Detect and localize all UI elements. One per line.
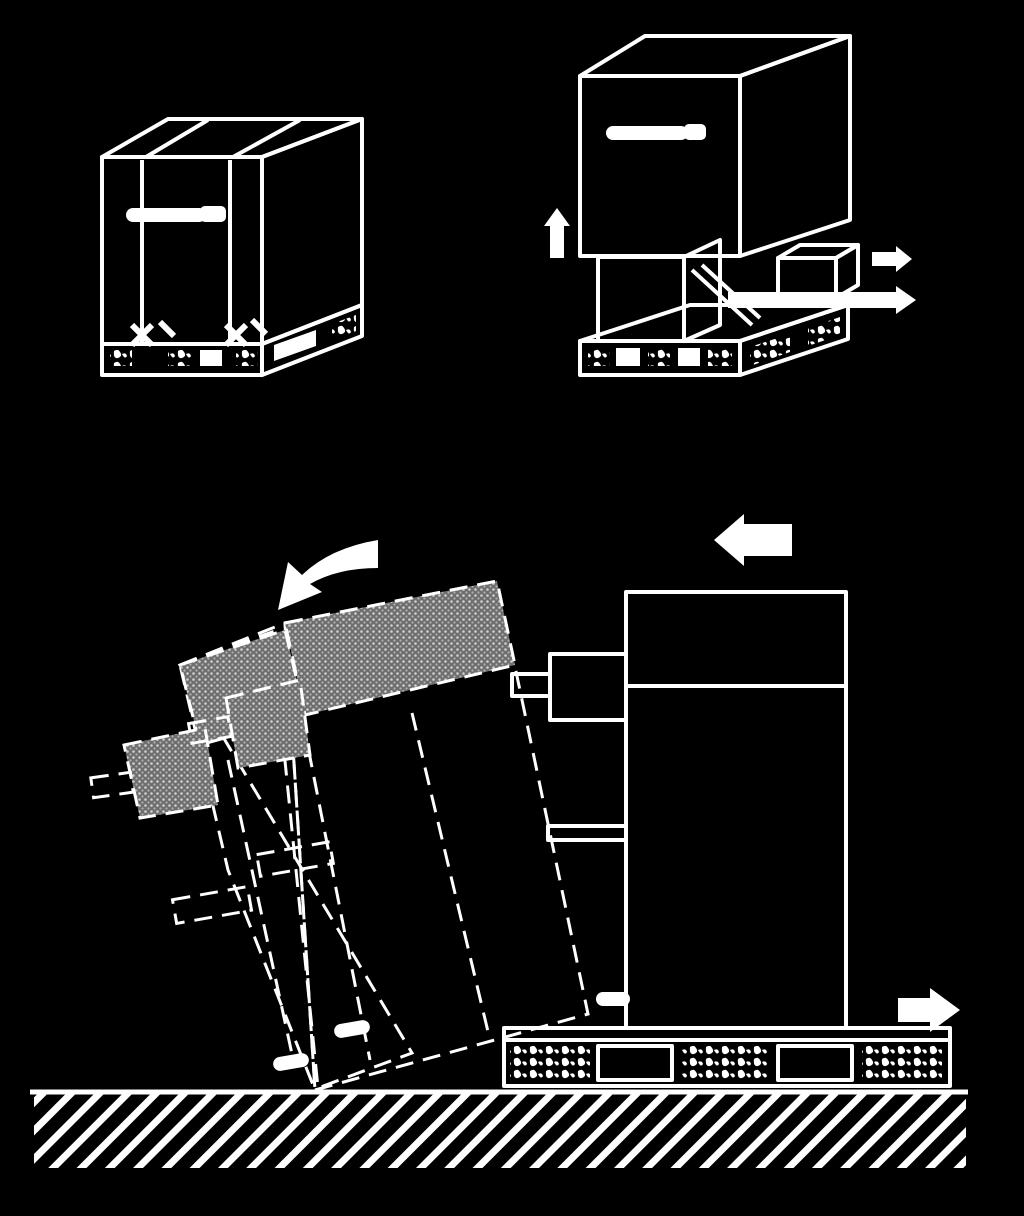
pallet [578, 303, 850, 377]
cabinet-front-face [578, 74, 742, 258]
handle-slot [126, 208, 206, 222]
cabinet-side-face [738, 34, 852, 258]
curved-arrow-icon [278, 540, 378, 610]
right-arrow-icon [872, 246, 912, 272]
left-arrow-icon [714, 514, 792, 566]
handle-slot [606, 126, 688, 140]
panel-tip-off-pallet [30, 514, 968, 1168]
box-top-face [100, 117, 364, 159]
pallet [502, 1026, 952, 1088]
cabinet-side-block [548, 652, 628, 722]
pallet [100, 303, 364, 377]
right-arrow-icon [898, 988, 960, 1032]
support-block [682, 238, 722, 343]
cabinet-body [624, 684, 848, 1030]
cabinet-top-face [578, 34, 852, 78]
panel-packaged-cabinet [100, 117, 364, 377]
packing-straps [140, 118, 301, 343]
support-block [596, 255, 686, 343]
up-arrow-icon [544, 208, 570, 258]
cabinet-bracket [546, 824, 628, 842]
upright-cabinet [510, 590, 848, 1030]
cabinet-top-section [624, 590, 848, 688]
right-arrow-icon [728, 286, 916, 314]
floor [34, 1094, 966, 1168]
strap-cut-mark [129, 319, 177, 348]
strap-cut-mark [223, 317, 269, 348]
tilted-cabinet-outline [89, 579, 590, 1092]
panel-lift-cabinet [544, 34, 916, 377]
box-front-face [100, 155, 264, 346]
